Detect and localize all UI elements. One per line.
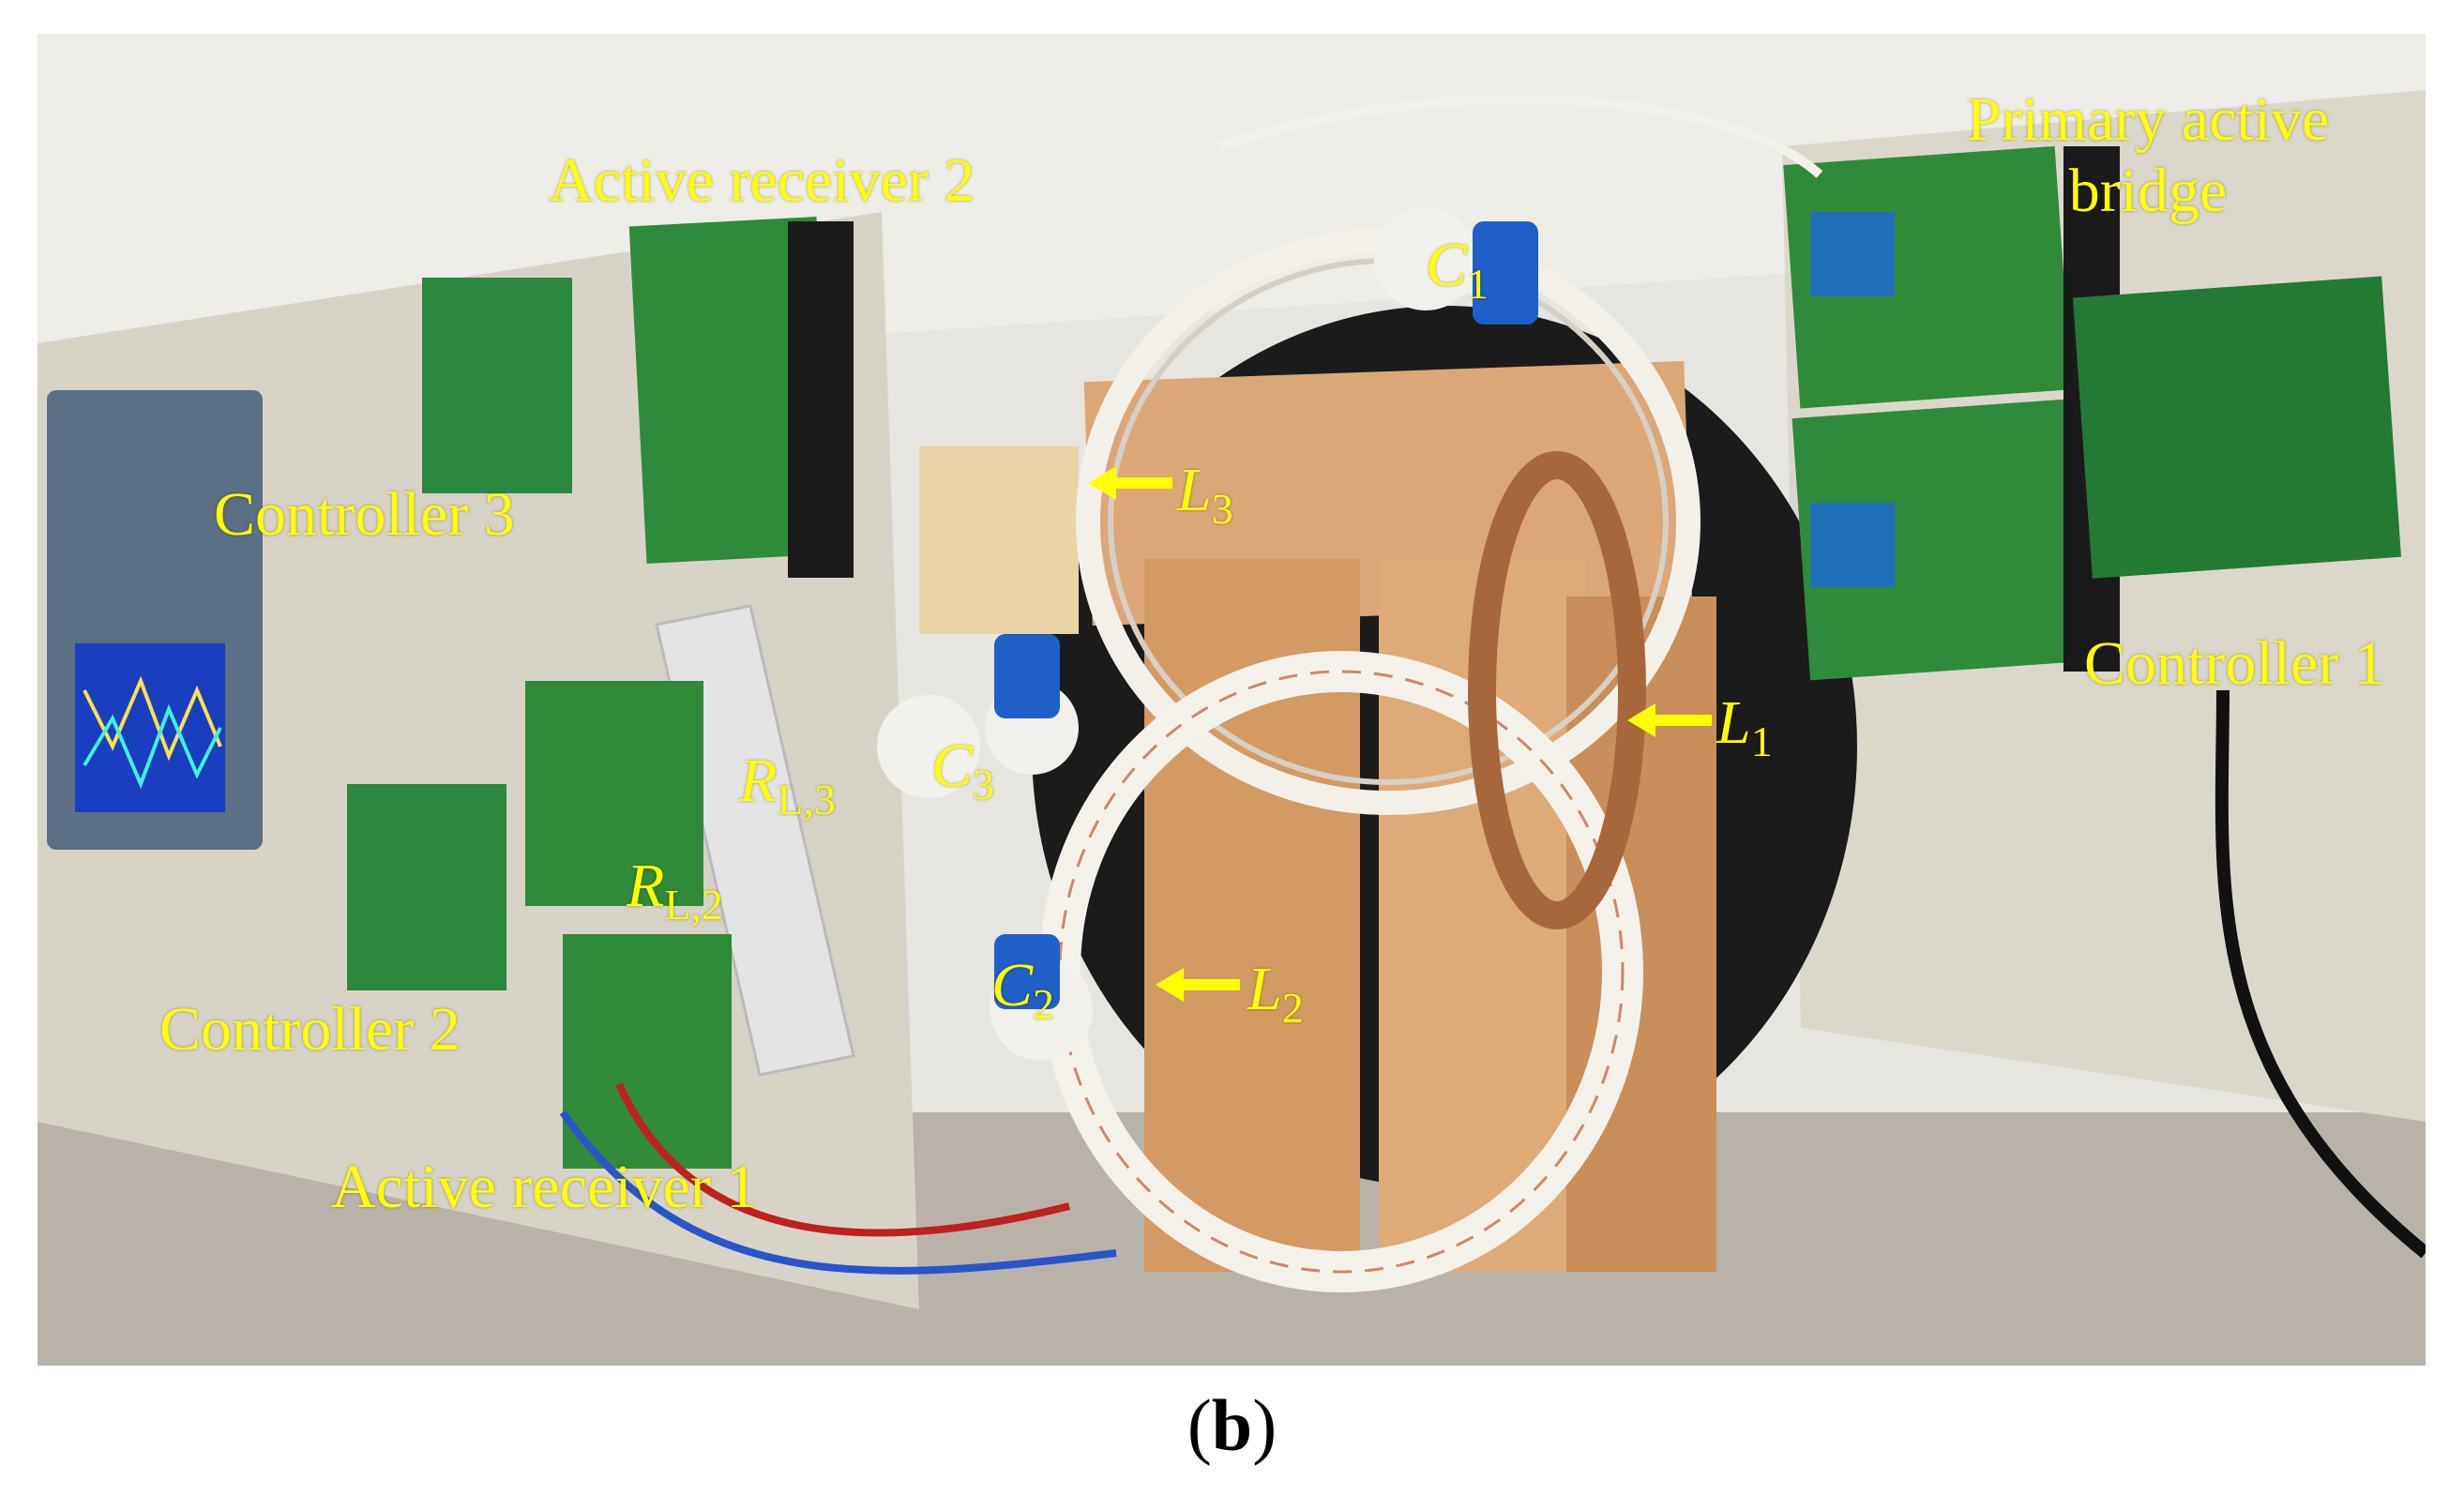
cable bbox=[559, 1110, 1117, 1275]
label-rl2-symbol: R bbox=[627, 852, 665, 920]
testbed-photo bbox=[38, 34, 2426, 1366]
label-controller-3: Controller 3 bbox=[214, 480, 515, 549]
caption-open: ( bbox=[1187, 1384, 1212, 1466]
pcb-controller-2 bbox=[347, 784, 506, 990]
capacitor-c1-blue bbox=[1473, 221, 1538, 325]
figure-caption: (b) bbox=[0, 1383, 2464, 1468]
label-l3-subscript: 3 bbox=[1211, 485, 1233, 533]
arrow-l2-icon bbox=[1156, 968, 1240, 1002]
scope-trace bbox=[83, 703, 222, 790]
scope-screen bbox=[75, 643, 225, 812]
caption-letter: b bbox=[1211, 1384, 1253, 1466]
label-controller-2: Controller 2 bbox=[159, 995, 461, 1064]
label-l2: L2 bbox=[1247, 959, 1304, 1030]
label-rl3-symbol: R bbox=[739, 747, 778, 815]
label-c3-subscript: 3 bbox=[973, 761, 995, 808]
capacitor-c3 bbox=[877, 695, 980, 798]
label-l1-symbol: L bbox=[1716, 688, 1751, 757]
label-primary-active-bridge: Primary active bridge bbox=[1946, 89, 2350, 222]
pcb-controller-1 bbox=[2072, 276, 2402, 579]
label-rl2: RL,2 bbox=[627, 855, 723, 927]
pcb-receiver-2 bbox=[628, 217, 835, 564]
label-c1: C1 bbox=[1426, 234, 1489, 306]
cable bbox=[2215, 689, 2426, 1259]
pcb-receiver-mid bbox=[525, 681, 703, 906]
label-active-receiver-2: Active receiver 2 bbox=[549, 146, 975, 215]
cable bbox=[615, 1082, 1070, 1237]
scope-trace bbox=[83, 675, 222, 762]
label-l1: L1 bbox=[1716, 692, 1773, 763]
arrow-l3-icon bbox=[1088, 466, 1172, 500]
label-rl3: RL,3 bbox=[739, 750, 836, 822]
pcb-controller-3 bbox=[422, 278, 572, 493]
label-c3: C3 bbox=[931, 735, 994, 807]
label-c3-symbol: C bbox=[931, 732, 974, 800]
label-c2-symbol: C bbox=[991, 951, 1034, 1019]
capacitor-c2-blue bbox=[994, 934, 1060, 1009]
label-l3: L3 bbox=[1177, 460, 1233, 531]
label-controller-1: Controller 1 bbox=[2084, 629, 2385, 698]
wood-block bbox=[919, 446, 1079, 634]
label-l2-subscript: 2 bbox=[1281, 984, 1304, 1032]
capacitor-c1 bbox=[1374, 207, 1477, 310]
caption-close: ) bbox=[1252, 1384, 1277, 1466]
label-primary-active-bridge-line2: bridge bbox=[2068, 157, 2228, 225]
label-active-receiver-1: Active receiver 1 bbox=[331, 1153, 758, 1221]
label-c1-symbol: C bbox=[1426, 231, 1468, 299]
label-l1-subscript: 1 bbox=[1750, 717, 1773, 765]
arrow-l1-icon bbox=[1627, 703, 1712, 737]
label-c2: C2 bbox=[991, 955, 1054, 1026]
cable bbox=[1217, 94, 1823, 178]
heatsink bbox=[788, 221, 854, 578]
capacitor-c3-blue bbox=[994, 634, 1060, 718]
label-rl2-subscript: L,2 bbox=[664, 881, 723, 929]
coil-l1 bbox=[1468, 451, 1646, 929]
label-c2-subscript: 2 bbox=[1033, 980, 1055, 1028]
blue-components bbox=[1810, 212, 1895, 296]
load-resistor bbox=[655, 604, 855, 1077]
label-l2-symbol: L bbox=[1247, 955, 1282, 1023]
label-l3-symbol: L bbox=[1177, 456, 1212, 524]
pcb-primary-bridge-a bbox=[1783, 145, 2072, 409]
label-rl3-subscript: L,3 bbox=[777, 776, 836, 823]
coil-l2-lines bbox=[1058, 670, 1625, 1274]
label-c1-subscript: 1 bbox=[1467, 260, 1489, 308]
pcb-primary-bridge-b bbox=[1791, 399, 2082, 681]
blue-components bbox=[1810, 503, 1895, 587]
label-primary-active-bridge-line1: Primary active bbox=[1966, 85, 2330, 154]
